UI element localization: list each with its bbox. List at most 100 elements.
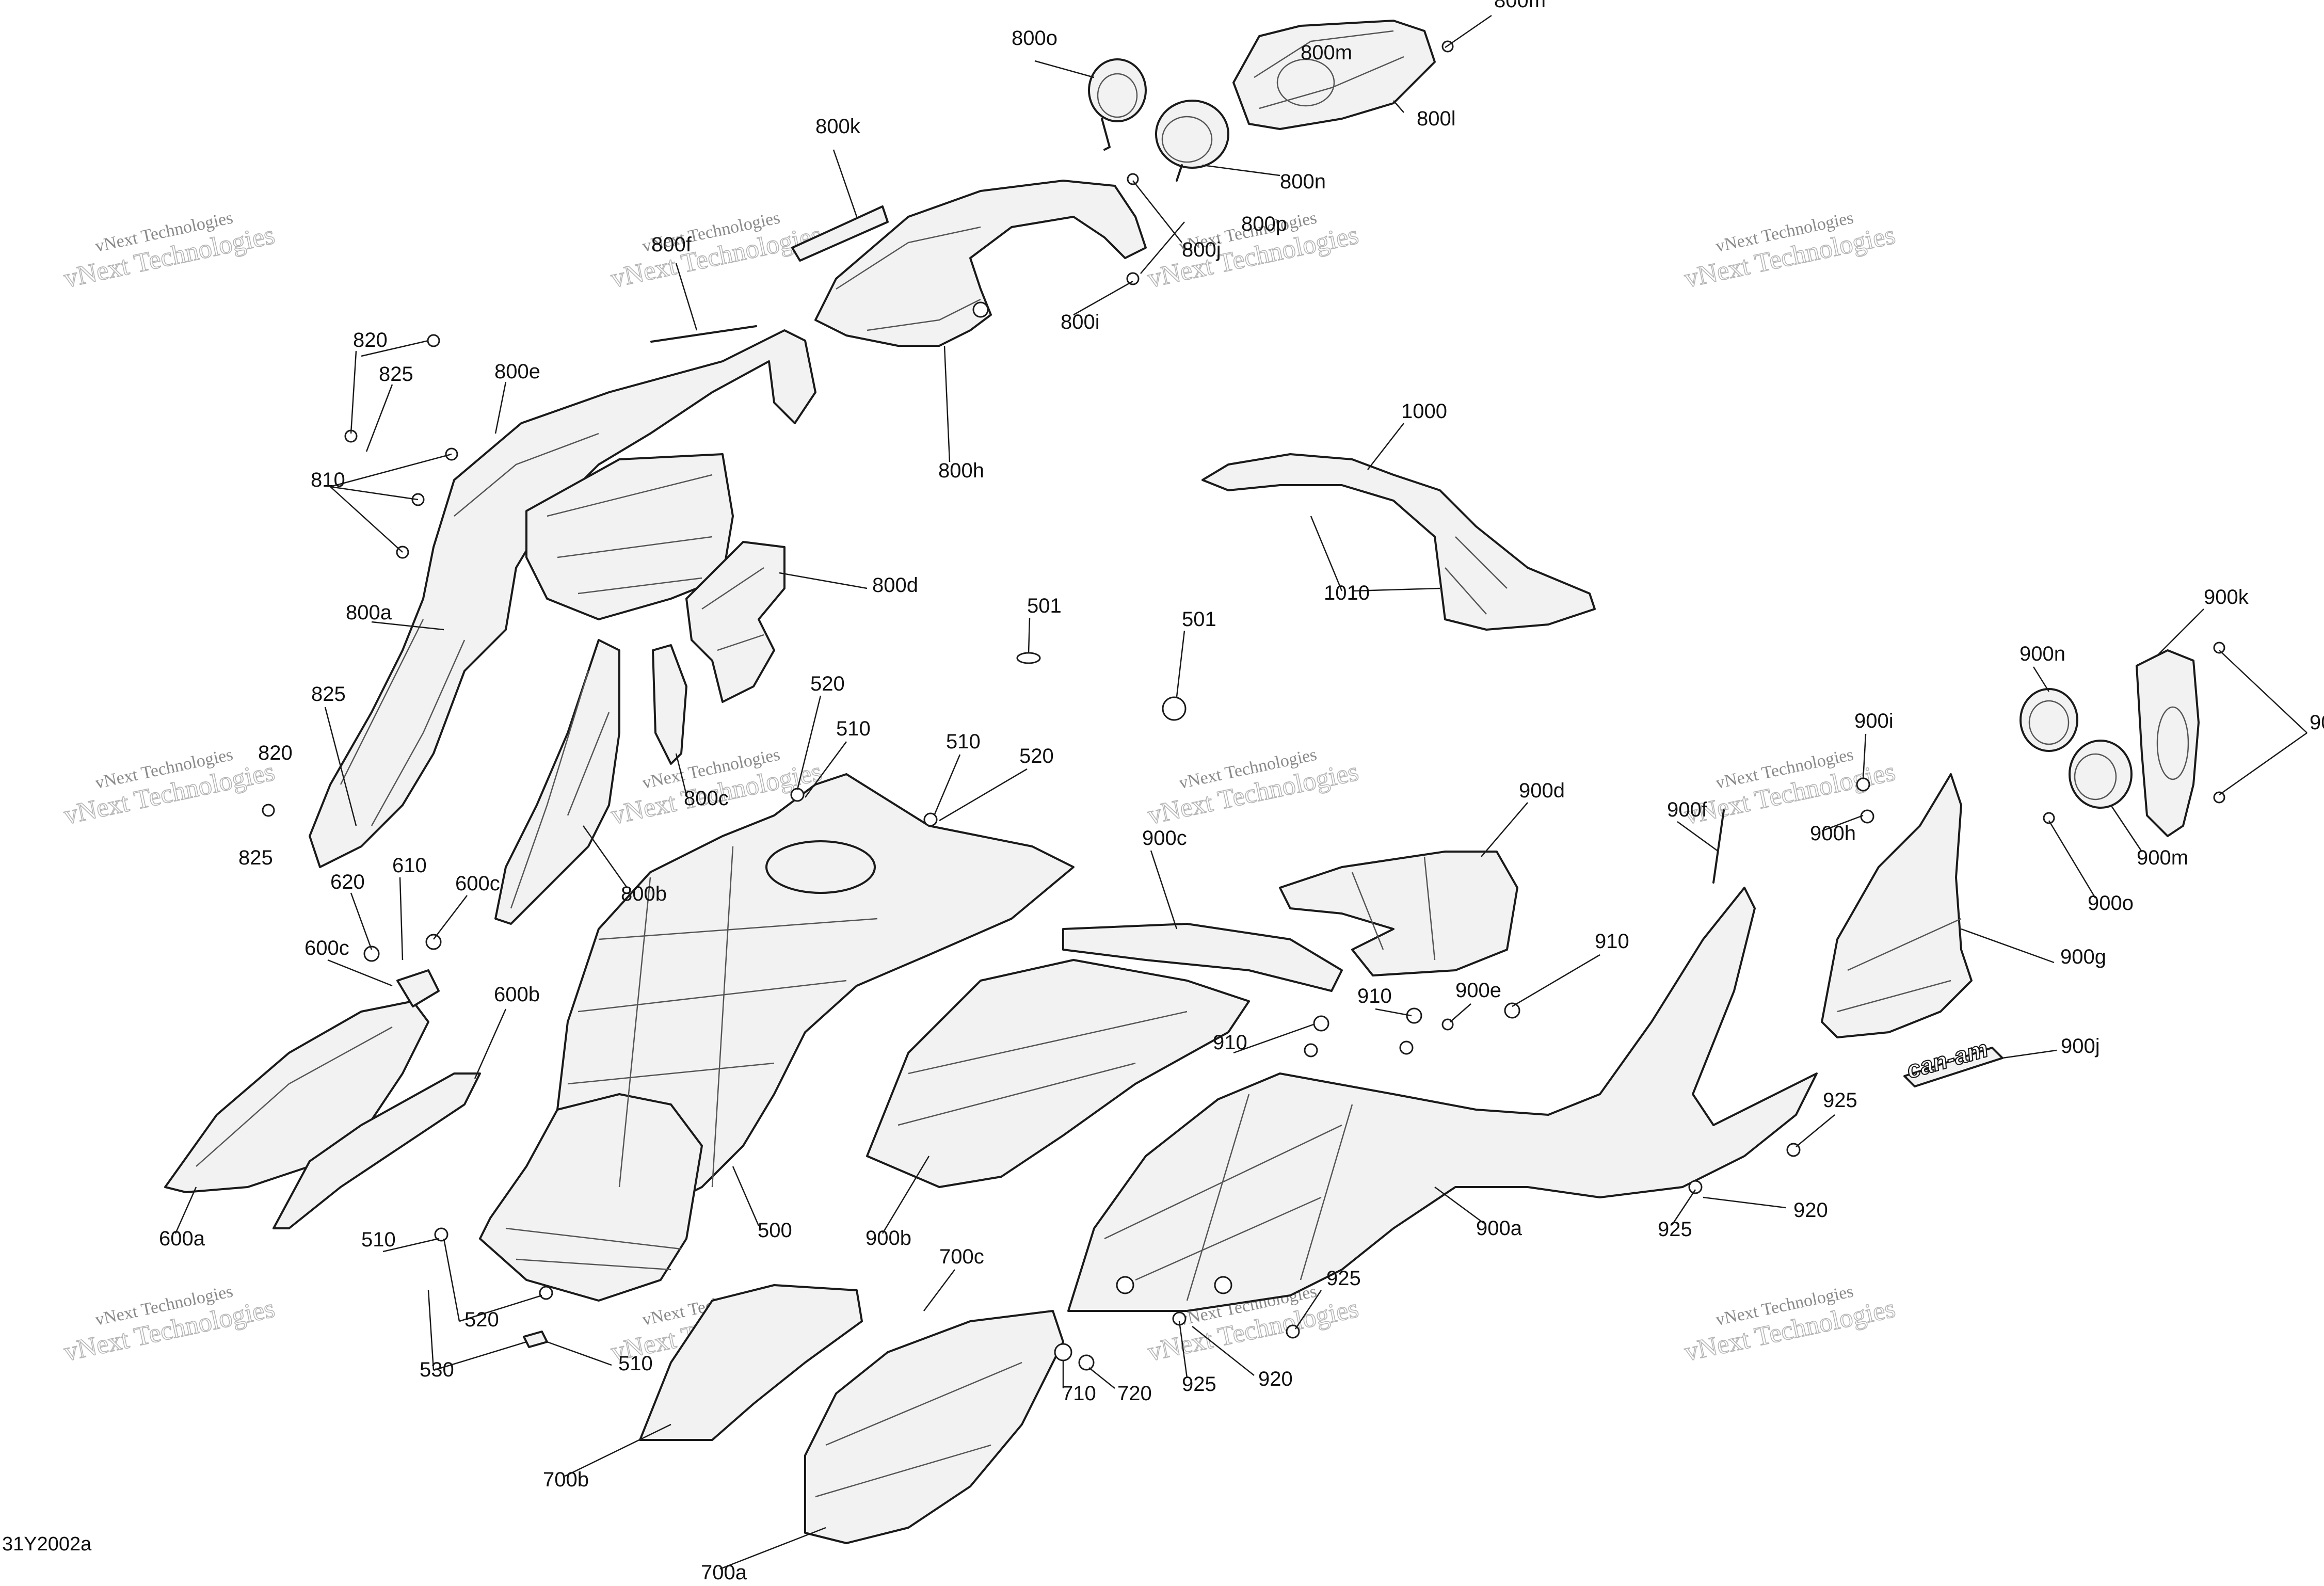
part-800d-panel (685, 541, 786, 703)
part-800b-panel (494, 639, 620, 925)
part-600a-panel (164, 1000, 429, 1193)
callout-800m: 800m (1301, 41, 1352, 64)
callout-800l: 800l (1417, 107, 1456, 130)
callout-910: 910 (1357, 985, 1392, 1007)
callout-800a: 800a (346, 601, 392, 624)
part-720-screw (1078, 1354, 1095, 1371)
callout-800j: 800j (1182, 238, 1221, 261)
callout-710: 710 (1062, 1382, 1096, 1405)
part-520-clip-a (923, 812, 938, 827)
callout-825: 825 (379, 363, 413, 386)
callout-510: 510 (361, 1228, 396, 1251)
callout-800p: 800p (1241, 213, 1287, 235)
callout-900d: 900d (1519, 779, 1565, 802)
part-530-clip (523, 1331, 548, 1348)
callout-800m: 800m (1494, 0, 1546, 12)
callout-1000: 1000 (1401, 400, 1447, 423)
callout-920: 920 (1793, 1199, 1828, 1222)
callout-600b: 600b (494, 983, 540, 1006)
part-700b-panel (639, 1284, 863, 1441)
part-900b-panel (866, 959, 1250, 1188)
part-500-body (479, 773, 1075, 1302)
part-710-washer (1054, 1343, 1072, 1361)
callout-500: 500 (758, 1219, 792, 1242)
part-800l-housing (1232, 20, 1436, 130)
callout-900c: 900c (1142, 827, 1187, 850)
callout-920: 920 (1258, 1368, 1293, 1390)
part-800a-upper-shell (309, 329, 816, 868)
callout-900: 900 (2310, 711, 2324, 734)
callout-800i: 800i (1061, 311, 1100, 333)
callout-820: 820 (258, 742, 293, 764)
callout-925: 925 (1326, 1267, 1361, 1290)
callout-925: 925 (1823, 1089, 1857, 1112)
callout-820: 820 (353, 329, 388, 351)
callout-900i: 900i (1854, 710, 1894, 732)
part-510-clip-a (790, 788, 805, 802)
part-800f-strip (650, 325, 757, 343)
callout-530: 530 (420, 1358, 454, 1381)
callout-800c: 800c (684, 787, 729, 810)
part-800o-ring (1088, 58, 1147, 151)
part-900a-shell (1067, 887, 1818, 1312)
part-800k-badge (791, 205, 889, 262)
callout-900j: 900j (2061, 1035, 2100, 1058)
callout-800k: 800k (815, 115, 861, 138)
callout-800e: 800e (494, 360, 540, 383)
part-900k-housing (2136, 649, 2200, 837)
callout-910: 910 (1213, 1031, 1247, 1054)
part-800n-ring (1155, 100, 1229, 182)
part-900m-ring (2069, 740, 2133, 809)
callout-900f: 900f (1667, 798, 1708, 821)
part-900g-cowl (1821, 773, 1973, 1038)
callout-900h: 900h (1810, 822, 1856, 845)
callout-520: 520 (464, 1308, 499, 1331)
callout-925: 925 (1658, 1218, 1692, 1241)
part-600c-bracket (396, 969, 440, 1007)
part-900f-strip (1712, 809, 1725, 884)
leader-lines (174, 14, 2307, 1570)
callout-800n: 800n (1280, 170, 1326, 193)
part-501-washer-b (1162, 696, 1187, 721)
part-900n-ring (2020, 688, 2078, 752)
callout-900m: 900m (2137, 846, 2188, 869)
callout-501: 501 (1027, 595, 1062, 617)
callout-825: 825 (238, 846, 273, 869)
callout-501: 501 (1182, 608, 1216, 631)
callout-900n: 900n (2020, 643, 2065, 665)
part-700a-panel (804, 1310, 1064, 1544)
callout-510: 510 (946, 730, 981, 753)
callout-520: 520 (1019, 745, 1054, 767)
callout-900g: 900g (2060, 946, 2106, 968)
callout-1010: 1010 (1324, 582, 1370, 604)
callout-800f: 800f (651, 233, 692, 256)
callout-600c: 600c (304, 937, 349, 959)
part-501-washer-a (1016, 652, 1041, 664)
callout-510: 510 (836, 717, 871, 740)
part-900c-rail (1062, 923, 1343, 992)
callout-900k: 900k (2204, 586, 2249, 608)
callout-800o: 800o (1012, 27, 1057, 50)
callout-825: 825 (311, 683, 346, 706)
callout-520: 520 (810, 672, 845, 695)
part-800h-pod (814, 180, 1147, 347)
callout-900b: 900b (866, 1227, 911, 1249)
part-900d-seat (1279, 851, 1518, 976)
callout-700c: 700c (939, 1245, 984, 1268)
part-1000-cover (1201, 453, 1596, 631)
callout-600c: 600c (455, 872, 500, 895)
part-900j-logo: can-am (1903, 1034, 2004, 1087)
callout-700a: 700a (701, 1561, 747, 1584)
parts-layer: can-am (164, 14, 2307, 1570)
callout-800h: 800h (938, 459, 984, 482)
callout-800b: 800b (621, 883, 667, 905)
callout-810: 810 (311, 469, 345, 491)
callout-900o: 900o (2088, 892, 2134, 915)
callout-900e: 900e (1455, 979, 1501, 1002)
callout-610: 610 (392, 854, 427, 877)
